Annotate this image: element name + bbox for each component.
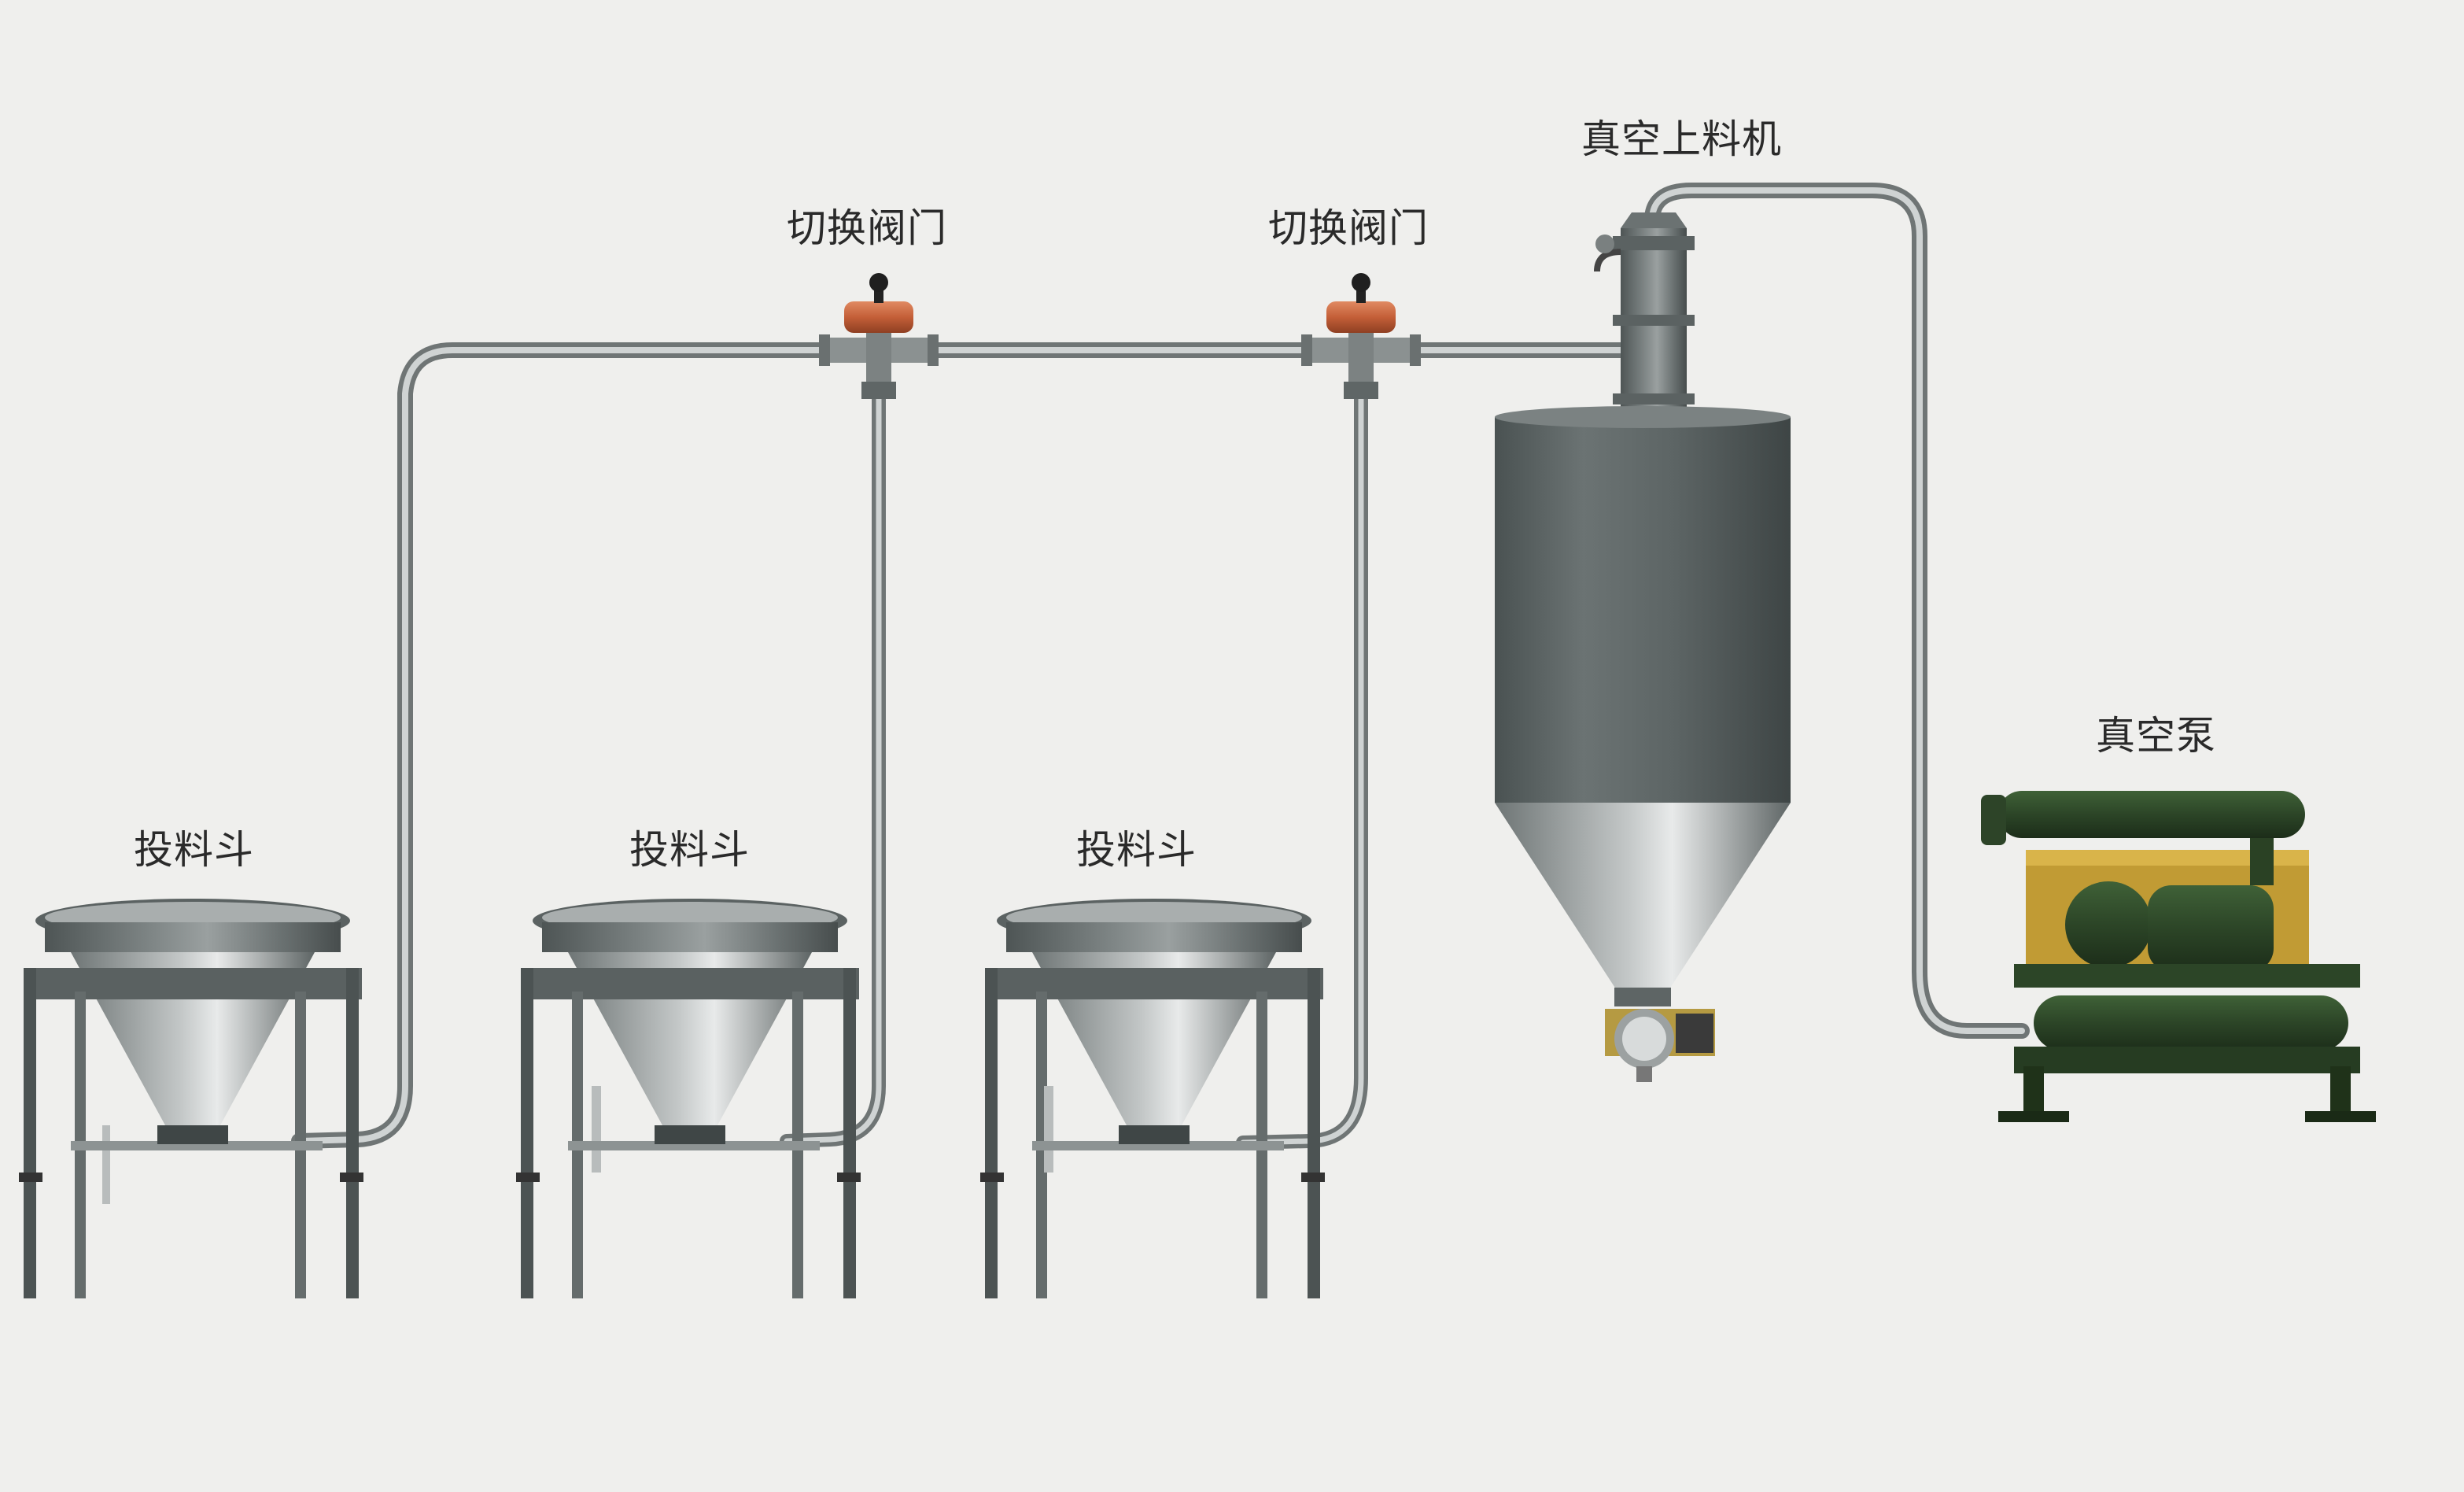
label-feed-hopper-2: 投料斗	[629, 827, 750, 873]
label-switch-valve-2: 切换阀门	[1268, 205, 1429, 251]
vacuum-loader	[1495, 212, 1791, 1082]
label-switch-valve-1: 切换阀门	[787, 205, 947, 251]
label-feed-hopper-3: 投料斗	[1076, 827, 1197, 873]
main-header-pipe	[291, 342, 1629, 1149]
feed-hopper-2	[516, 899, 861, 1298]
switch-valve-1	[819, 273, 939, 399]
label-vacuum-loader: 真空上料机	[1581, 116, 1782, 162]
label-feed-hopper-1: 投料斗	[134, 827, 254, 873]
label-vacuum-pump: 真空泵	[2096, 713, 2216, 759]
feed-hopper-1	[19, 899, 363, 1298]
conveying-pipes	[291, 183, 2030, 1150]
vacuum-pump	[1981, 791, 2376, 1122]
feed-hopper-3	[980, 899, 1325, 1298]
switch-valve-2	[1301, 273, 1421, 399]
